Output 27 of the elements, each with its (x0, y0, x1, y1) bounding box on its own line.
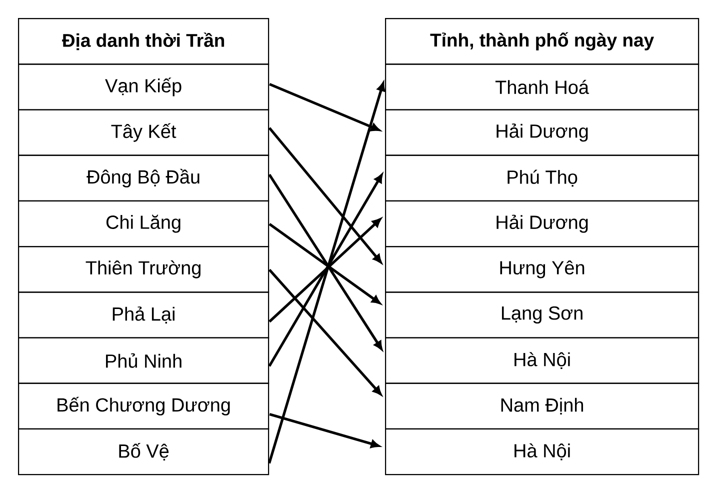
table-cell: Bố Vệ (18, 428, 270, 476)
table-cell: Hưng Yên (385, 246, 700, 293)
table-cell: Bến Chương Dương (18, 382, 270, 430)
table-cell: Hà Nội (385, 428, 700, 476)
table-cell: Nam Định (385, 382, 700, 430)
arrow (268, 218, 382, 323)
table-cell: Phủ Ninh (18, 337, 270, 384)
arrow (269, 82, 380, 132)
table-cell: Hải Dương (385, 109, 700, 156)
table-cell: Đông Bộ Đầu (18, 154, 270, 202)
arrow (268, 223, 381, 304)
table-cell: Hải Dương (385, 200, 700, 248)
arrow (269, 413, 380, 448)
table-cell: Vạn Kiếp (18, 64, 270, 110)
header-cell: Tỉnh, thành phố ngày nay (385, 18, 700, 65)
table-cell: Phả Lại (18, 292, 270, 338)
arrow (268, 268, 382, 396)
header-cell: Địa danh thời Trần (18, 18, 270, 65)
arrow (268, 82, 386, 464)
table-cell: Hà Nội (385, 337, 700, 384)
table-cell: Phú Thọ (385, 154, 700, 202)
table-cell: Chi Lăng (18, 200, 270, 248)
arrow (268, 127, 382, 264)
table-cell: Thiên Trường (18, 246, 270, 293)
table-cell: Lạng Sơn (385, 292, 700, 338)
table-cell: Tây Kết (18, 109, 270, 156)
table-cell: Thanh Hoá (385, 64, 700, 110)
